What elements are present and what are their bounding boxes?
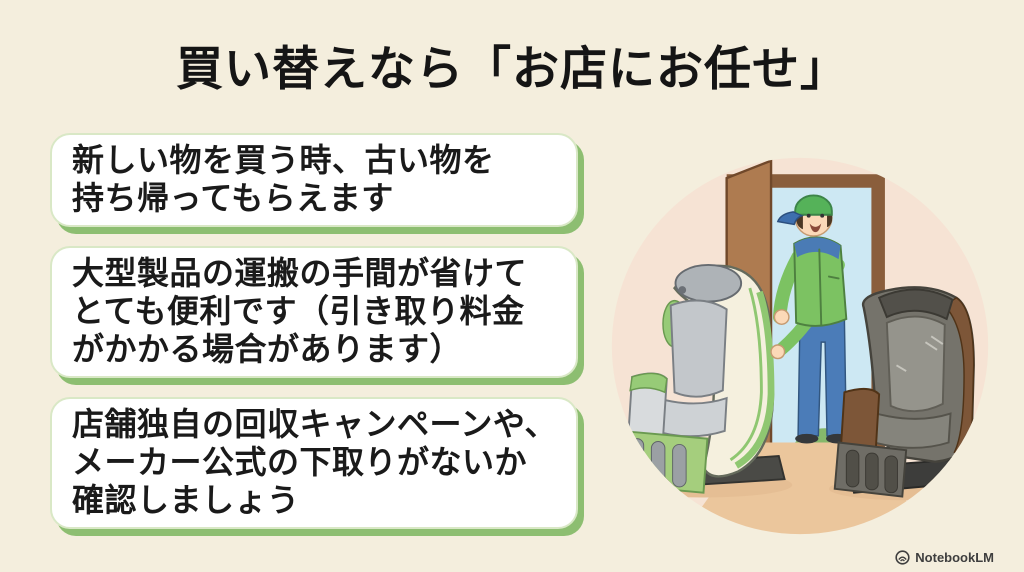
slide-title: 買い替えなら「お店にお任せ」: [176, 42, 848, 95]
card-text-line: 持ち帰ってもらえます: [72, 180, 394, 216]
card-text-line: 店舗独自の回収キャンペーンや、: [72, 406, 557, 442]
delivery-person: [772, 194, 850, 444]
person-hands: [770, 309, 790, 360]
card-text-line: 大型製品の運搬の手間が省けて: [72, 255, 528, 291]
notebooklm-logo-icon: [895, 550, 910, 565]
delivery-staff-replacing-massage-chair-illustration: [611, 157, 989, 535]
cap-brim: [776, 211, 804, 226]
cap: [794, 194, 833, 216]
info-cards: 新しい物を買う時、古い物を 持ち帰ってもらえます 大型製品の運搬の手間が省けて …: [50, 133, 578, 548]
card-store-takeback: 新しい物を買う時、古い物を 持ち帰ってもらえます: [50, 133, 578, 227]
card-text-line: メーカー公式の下取りがないか: [72, 444, 528, 480]
new-massage-chair: [614, 263, 793, 498]
card-convenience-fee: 大型製品の運搬の手間が省けて とても便利です（引き取り料金 がかかる場合がありま…: [50, 246, 578, 378]
card-campaign-tradein: 店舗独自の回収キャンペーンや、 メーカー公式の下取りがないか 確認しましょう: [50, 397, 578, 529]
watermark: NotebookLM: [895, 550, 994, 565]
card-text-line: 新しい物を買う時、古い物を: [72, 142, 495, 178]
card-text-line: とても便利です（引き取り料金: [72, 293, 525, 329]
card-text-line: がかかる場合があります）: [72, 331, 463, 367]
watermark-label: NotebookLM: [915, 550, 994, 565]
card-text-line: 確認しましょう: [72, 482, 300, 518]
